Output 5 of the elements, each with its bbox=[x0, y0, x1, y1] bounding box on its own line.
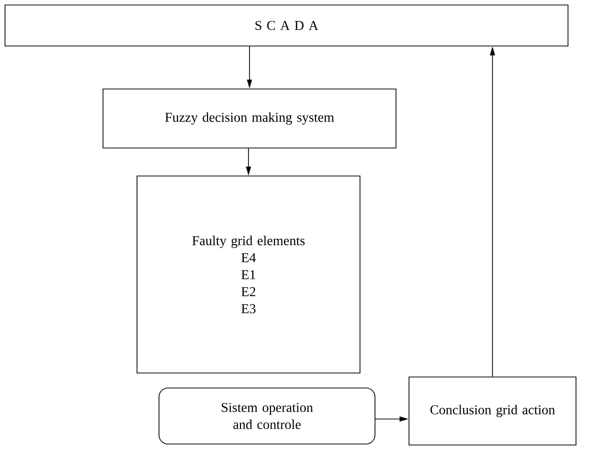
rounded-box: Sistem operation and controle bbox=[158, 388, 376, 444]
process-box: Conclusion grid action bbox=[408, 376, 576, 446]
list-box: Faulty grid elements E4 E1 E2 E3 bbox=[136, 176, 360, 374]
process-box: Fuzzy decision making system bbox=[102, 88, 396, 148]
system-box: S C A D A bbox=[4, 4, 568, 46]
